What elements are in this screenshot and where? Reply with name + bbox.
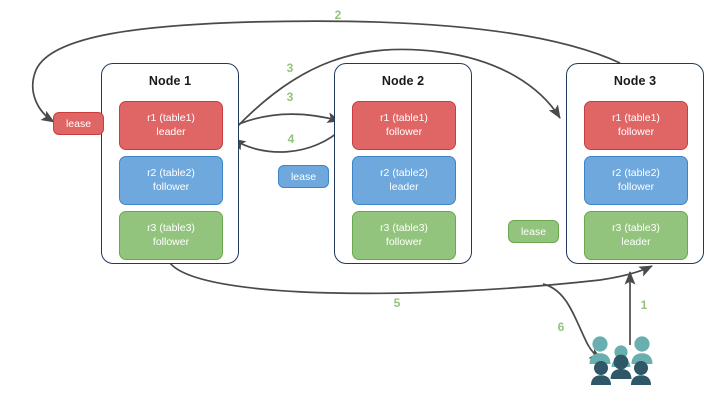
replica-role: leader (389, 180, 419, 193)
replica-name: r1 (table1) (147, 112, 195, 124)
step-label-5: 5 (393, 296, 401, 310)
replica-role: follower (152, 180, 190, 193)
replica-r3[interactable]: r3 (table3) follower (352, 211, 456, 260)
replica-r2[interactable]: r2 (table2) follower (119, 156, 223, 205)
edge-3-n1-to-n2 (227, 112, 341, 130)
replica-role: follower (385, 125, 423, 138)
node-card-3[interactable]: Node 3 r1 (table1) follower r2 (table2) … (566, 63, 704, 264)
replica-r1[interactable]: r1 (table1) follower (352, 101, 456, 150)
node-title: Node 2 (381, 74, 425, 88)
node-card-1[interactable]: Node 1 r1 (table1) leader r2 (table2) fo… (101, 63, 239, 264)
replica-r2[interactable]: r2 (table2) follower (584, 156, 688, 205)
replica-r3[interactable]: r3 (table3) follower (119, 211, 223, 260)
node-title: Node 1 (148, 74, 192, 88)
replica-name: r1 (table1) (612, 112, 660, 124)
lease-chip-green[interactable]: lease (508, 220, 559, 243)
replica-name: r3 (table3) (147, 222, 195, 234)
replica-name: r3 (table3) (380, 222, 428, 234)
replica-role: follower (617, 125, 655, 138)
lease-chip-red[interactable]: lease (53, 112, 104, 135)
replica-r3[interactable]: r3 (table3) leader (584, 211, 688, 260)
step-label-6: 6 (557, 320, 565, 334)
replica-role: follower (617, 180, 655, 193)
step-label-3-lower: 3 (286, 90, 294, 104)
node-title: Node 3 (613, 74, 657, 88)
step-label-2: 2 (334, 8, 342, 22)
replica-name: r2 (table2) (612, 167, 660, 179)
node-card-2[interactable]: Node 2 r1 (table1) follower r2 (table2) … (334, 63, 472, 264)
replica-name: r2 (table2) (147, 167, 195, 179)
edge-5-n1-to-n3 (169, 262, 653, 295)
replica-role: follower (152, 235, 190, 248)
replica-r1[interactable]: r1 (table1) leader (119, 101, 223, 150)
replica-r1[interactable]: r1 (table1) follower (584, 101, 688, 150)
replica-r2[interactable]: r2 (table2) leader (352, 156, 456, 205)
step-label-4: 4 (287, 132, 295, 146)
replica-role: follower (385, 235, 423, 248)
replica-name: r1 (table1) (380, 112, 428, 124)
step-label-1: 1 (640, 298, 648, 312)
step-label-3-upper: 3 (286, 61, 294, 75)
replica-role: leader (621, 235, 651, 248)
replica-name: r2 (table2) (380, 167, 428, 179)
replica-name: r3 (table3) (612, 222, 660, 234)
users-group-icon (588, 334, 654, 386)
lease-chip-blue[interactable]: lease (278, 165, 329, 188)
replica-role: leader (156, 125, 186, 138)
